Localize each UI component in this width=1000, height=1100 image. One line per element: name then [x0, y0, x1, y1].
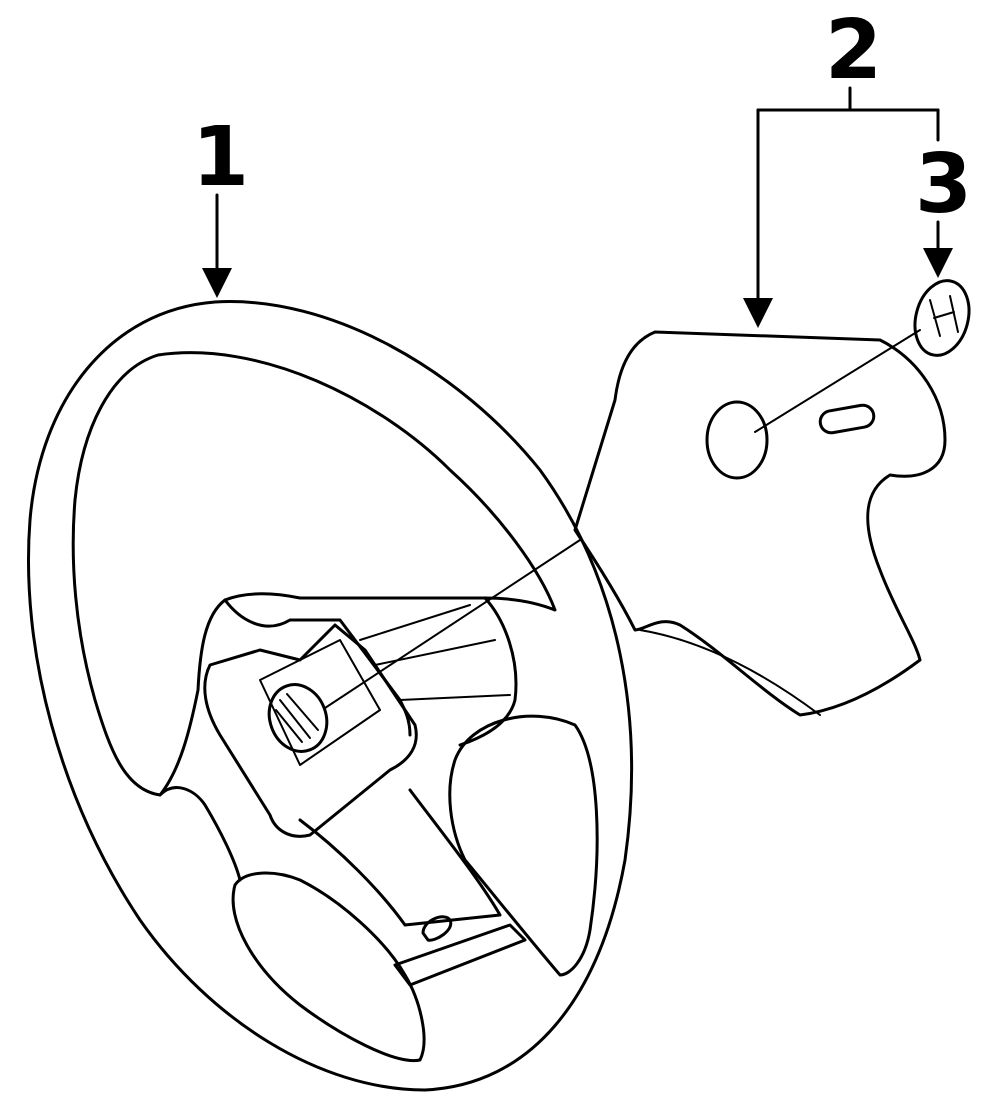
wheel-hub-module — [203, 623, 418, 838]
callout-1: 1 — [192, 110, 249, 298]
wheel-spoke-left — [158, 786, 242, 882]
cover-emblem-recess — [705, 400, 769, 480]
leader-cover-to-hub — [324, 539, 581, 709]
h-logo-icon — [929, 295, 959, 337]
wheel-outer-rim — [26, 300, 633, 1092]
steering-wheel — [26, 300, 633, 1092]
callout-3: 3 — [915, 137, 972, 278]
callout-2-label: 2 — [825, 3, 882, 98]
wheel-hub-outline — [223, 598, 412, 737]
wheel-spoke-detail — [359, 604, 511, 701]
cover-outline — [573, 330, 947, 717]
wheel-opening-left — [231, 871, 426, 1063]
wheel-hub-module-face — [259, 639, 381, 766]
emblem-outline — [913, 279, 971, 357]
wheel-spoke-lower-base — [393, 923, 527, 987]
emblem — [913, 279, 971, 357]
leader-emblem-to-recess — [754, 329, 921, 433]
horn-pad-cover — [573, 330, 947, 717]
wheel-spoke-lower — [298, 788, 502, 927]
cover-slot — [818, 403, 876, 435]
wheel-spoke-right — [458, 596, 518, 747]
callout-1-label: 1 — [192, 110, 249, 205]
callout-2: 2 — [743, 3, 940, 328]
wheel-inner-rim-top — [71, 351, 557, 797]
wheel-opening-right — [448, 714, 599, 977]
callout-3-label: 3 — [915, 137, 972, 232]
wheel-spoke-slot — [421, 915, 453, 942]
cover-inner-edge — [639, 629, 821, 716]
